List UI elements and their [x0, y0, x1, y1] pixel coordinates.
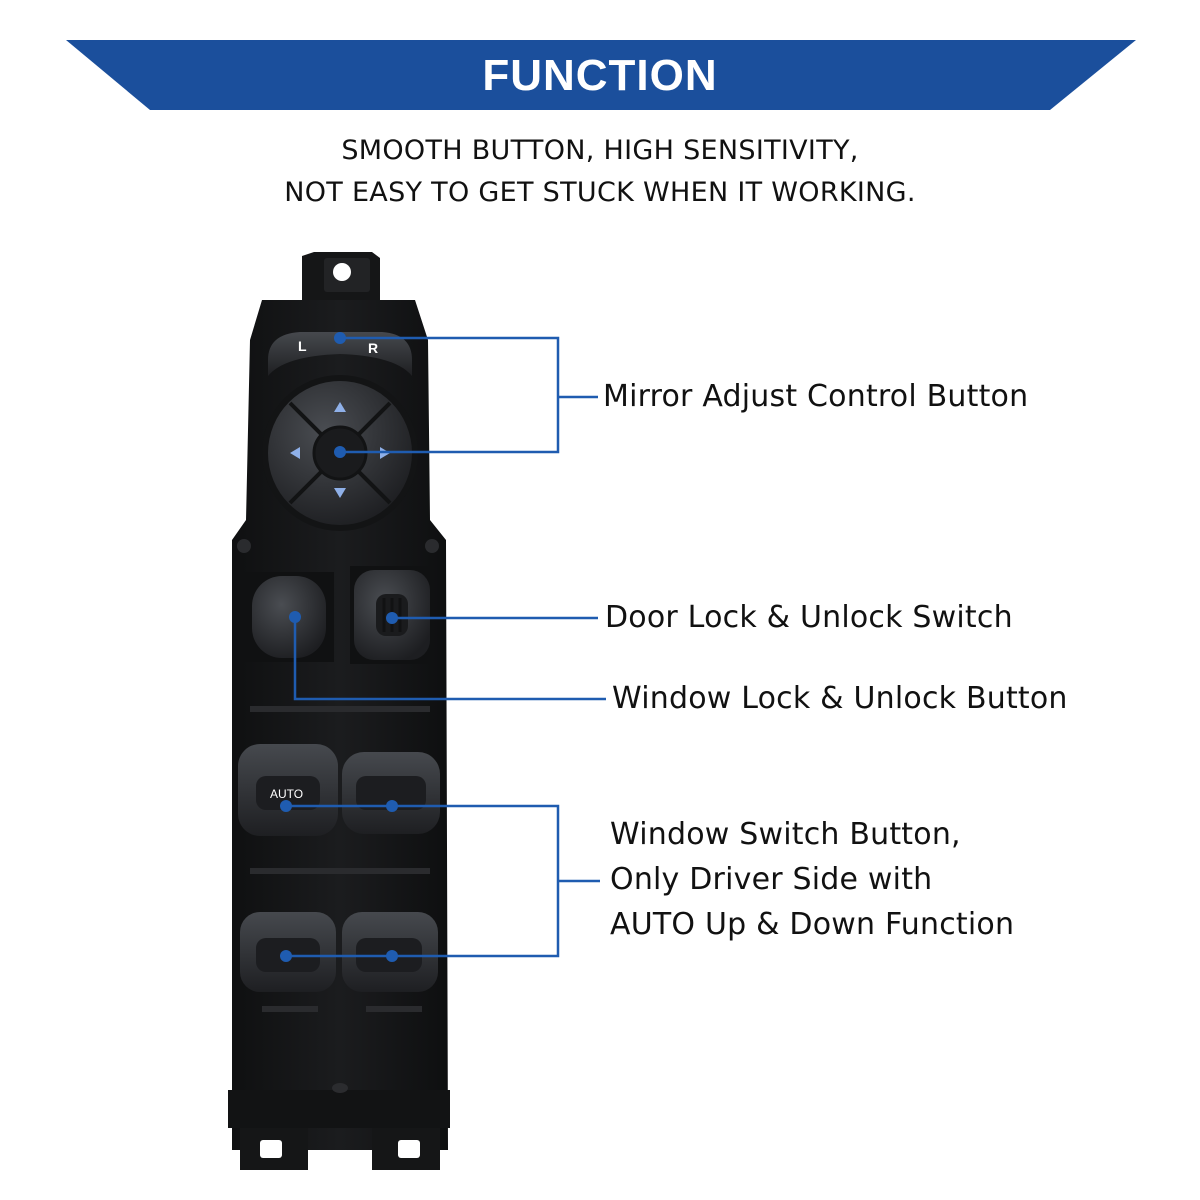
driver-window-switch[interactable]: AUTO — [238, 744, 338, 836]
screw — [425, 539, 439, 553]
auto-label: AUTO — [270, 787, 303, 801]
subtitle-line-2: NOT EASY TO GET STUCK WHEN IT WORKING. — [284, 177, 916, 208]
separator — [262, 1006, 318, 1012]
passenger-window-switch[interactable] — [342, 752, 440, 834]
separator — [250, 706, 430, 712]
separator — [250, 868, 430, 874]
top-mounting-tab — [302, 252, 380, 300]
down-arrow-icon — [334, 488, 346, 498]
left-arrow-icon — [290, 447, 300, 459]
subtitle-line-1: SMOOTH BUTTON, HIGH SENSITIVITY, — [341, 135, 859, 166]
callout-door-lock: Door Lock & Unlock Switch — [605, 600, 1013, 635]
up-arrow-icon — [334, 402, 346, 412]
callout-window-switch-line-3: AUTO Up & Down Function — [610, 907, 1015, 942]
callout-window-switch-line-1: Window Switch Button, — [610, 817, 961, 852]
leader-dots — [280, 332, 398, 962]
screw — [237, 539, 251, 553]
leader-lines — [286, 336, 606, 958]
bottom-mounting-tabs — [228, 1083, 450, 1170]
separator — [366, 1006, 422, 1012]
banner-title: FUNCTION — [482, 51, 718, 100]
callout-window-switch-line-2: Only Driver Side with — [610, 862, 933, 897]
function-banner — [66, 40, 1136, 110]
mirror-right-label: R — [368, 340, 378, 356]
mirror-left-label: L — [298, 338, 307, 354]
callout-window-lock: Window Lock & Unlock Button — [612, 681, 1068, 716]
callout-mirror-adjust: Mirror Adjust Control Button — [603, 379, 1029, 414]
mirror-lr-selector[interactable]: L R — [268, 332, 412, 376]
callout-window-switch: Window Switch Button, Only Driver Side w… — [610, 812, 1014, 947]
subtitle: SMOOTH BUTTON, HIGH SENSITIVITY, NOT EAS… — [0, 130, 1200, 214]
